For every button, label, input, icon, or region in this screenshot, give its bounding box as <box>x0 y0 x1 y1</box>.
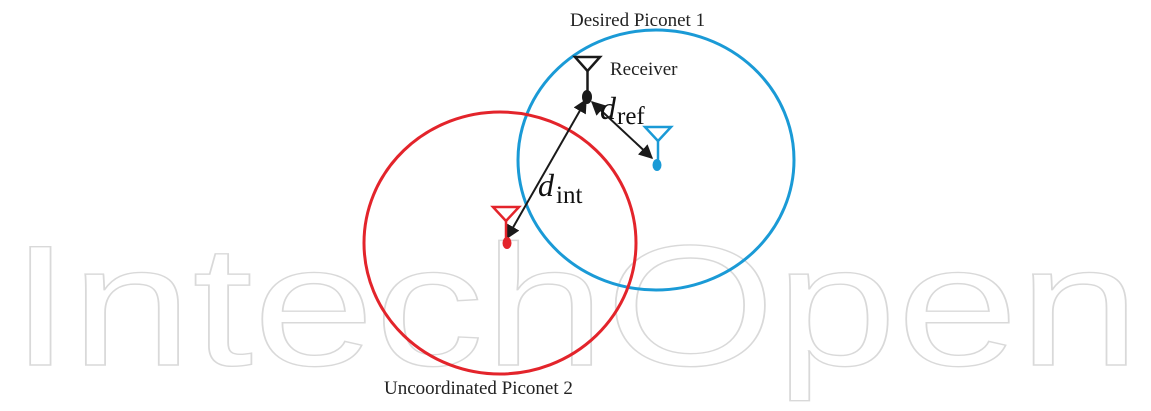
receiver-label: Receiver <box>610 59 678 80</box>
reference-distance-symbol: d <box>600 90 617 126</box>
interferer-dot <box>502 237 512 249</box>
antenna-icon <box>490 205 522 240</box>
interferer-node <box>490 205 522 249</box>
reference-distance-arrow <box>590 101 654 159</box>
antenna-icon <box>642 125 674 163</box>
interference-distance-label: d int <box>538 167 582 209</box>
reference-distance-subscript: ref <box>617 103 645 130</box>
reference-distance-label: d ref <box>600 90 645 130</box>
desired-transmitter-node <box>642 125 674 171</box>
interference-distance-arrow <box>506 98 587 240</box>
receiver-node <box>572 55 603 104</box>
desired-piconet-label: Desired Piconet 1 <box>570 10 705 31</box>
antenna-icon <box>572 55 603 95</box>
uncoordinated-piconet-label: Uncoordinated Piconet 2 <box>384 378 573 399</box>
uncoordinated-piconet-coverage <box>362 110 638 376</box>
interference-distance-symbol: d <box>538 167 555 203</box>
interference-distance-subscript: int <box>556 182 582 209</box>
watermark: IntechOpen <box>10 210 1140 402</box>
receiver-dot <box>582 90 592 104</box>
desired-transmitter-dot <box>652 159 662 171</box>
